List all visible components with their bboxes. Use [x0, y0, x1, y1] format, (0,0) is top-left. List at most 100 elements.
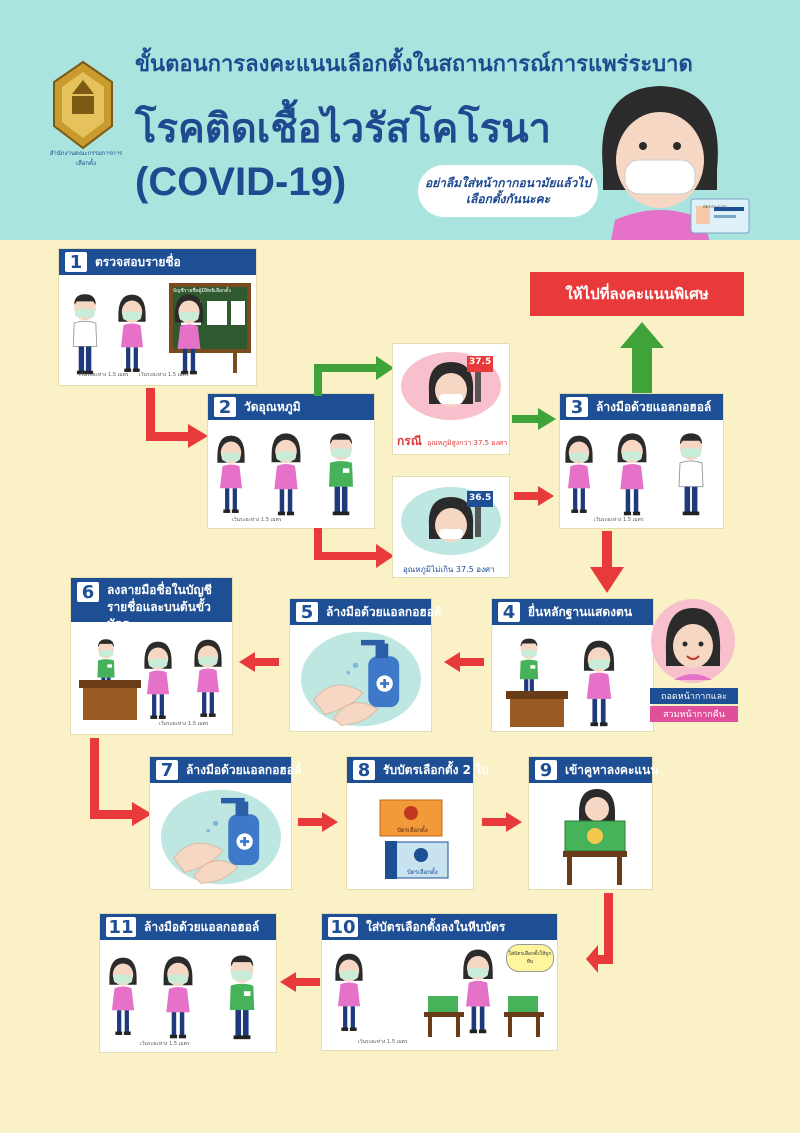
step-label: ใส่บัตรเลือกตั้งลงในหีบบัตร — [366, 919, 506, 934]
arrow-normal-to-step3 — [512, 486, 556, 506]
arrow-red-to-normal-temp — [314, 528, 394, 568]
voter-girl-yellow-illustration — [171, 289, 207, 377]
ballot-box-bubble: ใส่บัตรเลือกตั้งให้ถูกหีบ — [506, 944, 554, 972]
hand-sanitizer-illustration — [156, 787, 286, 887]
step-number: 11 — [106, 917, 136, 938]
step-label: ล้างมือด้วยแอลกอฮอล์ — [326, 604, 442, 619]
arrow-step1-to-step2 — [146, 388, 208, 448]
ballot-orange-icon — [379, 799, 443, 837]
step-2-header: 2 วัดอุณหภูมิ — [208, 394, 374, 420]
temp-normal-illustration — [401, 487, 501, 555]
step-1-card: 1 ตรวจสอบรายชื่อ บัญชีรายชื่อผู้มีสิทธิเ… — [59, 249, 256, 385]
mask-on-tag: สวมหน้ากากคืน — [650, 706, 738, 722]
distance-note: เว้นระยะห่าง 1.5 เมตร — [232, 517, 282, 523]
voter-girl-illustration — [160, 950, 196, 1042]
temp-high-illustration — [401, 352, 501, 420]
mask-off-tag: ถอดหน้ากากและ — [650, 688, 738, 704]
staff-sanitizer-illustration — [672, 426, 710, 518]
step-6-card: 6 ลงลายมือชื่อในบัญชีรายชื่อและบนต้นขั้ว… — [71, 578, 232, 734]
voter-girl-illustration — [106, 950, 140, 1040]
temp-normal-text: อุณหภูมิไม่เกิน 37.5 องศา — [403, 565, 495, 574]
id-card-label: บัตรประชาชน — [703, 204, 728, 209]
mask-off-girl-illustration — [651, 599, 735, 683]
logo-caption: สำนักงานคณะกรรมการการเลือกตั้ง — [49, 150, 123, 167]
step-3-header: 3 ล้างมือด้วยแอลกอฮอล์ — [560, 394, 723, 420]
step-label: เข้าคูหาลงคะแนน — [565, 762, 659, 777]
voting-booth-illustration — [563, 789, 627, 885]
voter-girl-illustration — [115, 289, 149, 375]
desk-illustration — [79, 680, 141, 720]
step-10-header: 10 ใส่บัตรเลือกตั้งลงในหีบบัตร — [322, 914, 557, 940]
ballot-label: บัตรเลือกตั้ง — [397, 827, 428, 834]
title-line-2: โรคติดเชื้อไวรัสโคโรนา — [135, 106, 552, 152]
step-5-header: 5 ล้างมือด้วยแอลกอฮอล์ — [290, 599, 441, 625]
step-2-card: 2 วัดอุณหภูมิ เว้นระยะห่าง 1.5 เมตร — [208, 394, 374, 528]
title-line-1: ขั้นตอนการลงคะแนนเลือกตั้งในสถานการณ์การ… — [135, 52, 693, 77]
hand-sanitizer-illustration — [296, 629, 426, 729]
title-line-3: (COVID-19) — [135, 160, 347, 204]
step-3-card: 3 ล้างมือด้วยแอลกอฮอล์ เว้นระยะห่าง 1.5 … — [560, 394, 723, 528]
temp-high-text: อุณหภูมิสูงกว่า 37.5 องศา — [426, 439, 508, 447]
arrow-step8-to-step9 — [480, 812, 524, 832]
arrow-step3-to-step4 — [590, 531, 624, 593]
distance-note: เว้นระยะห่าง 1.5 เมตร — [139, 372, 189, 378]
arrow-step7-to-step8 — [296, 812, 340, 832]
board-title: บัญชีรายชื่อผู้มีสิทธิเลือกตั้ง — [173, 288, 231, 294]
step-label: ล้างมือด้วยแอลกอฮอล์ — [144, 919, 260, 934]
step-4-card: 4 ยื่นหลักฐานแสดงตน — [492, 599, 653, 731]
step-number: 6 — [77, 582, 99, 603]
ect-emblem-icon — [53, 60, 113, 150]
step-number: 1 — [65, 252, 87, 273]
distance-note: เว้นระยะห่าง 1.5 เมตร — [79, 372, 129, 378]
arrow-up-green-icon — [620, 322, 664, 394]
thermometer-reading-normal: 36.5 — [469, 493, 492, 503]
step-4-header: 4 ยื่นหลักฐานแสดงตน — [492, 599, 653, 625]
ballot-blue-icon — [385, 841, 449, 879]
step-label: รับบัตรเลือกตั้ง 2 ใบ — [383, 762, 489, 777]
voter-girl-illustration — [268, 428, 304, 518]
step-7-card: 7 ล้างมือด้วยแอลกอฮอล์ — [150, 757, 301, 889]
arrow-green-to-step3 — [512, 408, 556, 430]
step-8-card: 8 รับบัตรเลือกตั้ง 2 ใบ บัตรเลือกตั้ง บั… — [347, 757, 489, 889]
arrow-step6-to-step7 — [90, 738, 152, 826]
distance-note: เว้นระยะห่าง 1.5 เมตร — [358, 1039, 408, 1045]
arrow-step4-to-step5 — [442, 652, 486, 672]
step-label: ล้างมือด้วยแอลกอฮอล์ — [596, 399, 712, 414]
voter-girl-illustration — [141, 636, 175, 722]
voter-girl-illustration — [191, 634, 225, 720]
step-11-card: 11 ล้างมือด้วยแอลกอฮอล์ เว้นระยะห่าง 1.5… — [100, 914, 276, 1052]
arrow-step5-to-step6 — [236, 652, 282, 672]
step-number: 7 — [156, 760, 178, 781]
step-8-header: 8 รับบัตรเลือกตั้ง 2 ใบ — [347, 757, 489, 783]
speech-bubble: อย่าลืมใส่หน้ากากอนามัยแล้วไปเลือกตั้งกั… — [418, 165, 598, 217]
distance-note: เว้นระยะห่าง 1.5 เมตร — [140, 1041, 190, 1047]
step-7-header: 7 ล้างมือด้วยแอลกอฮอล์ — [150, 757, 301, 783]
step-number: 2 — [214, 397, 236, 418]
voter-girl-illustration — [580, 635, 618, 729]
step-label: ลงลายมือชื่อในบัญชีรายชื่อและบนต้นขั้วบั… — [107, 583, 212, 631]
step-10-card: 10 ใส่บัตรเลือกตั้งลงในหีบบัตร ใส่บัตรเล… — [322, 914, 557, 1050]
step-1-header: 1 ตรวจสอบรายชื่อ — [59, 249, 256, 275]
step-6-header: 6 ลงลายมือชื่อในบัญชีรายชื่อและบนต้นขั้ว… — [71, 578, 232, 631]
step-number: 4 — [498, 602, 520, 623]
step-number: 10 — [328, 917, 358, 938]
voter-girl-illustration — [332, 948, 366, 1034]
step-number: 5 — [296, 602, 318, 623]
step-label: ยื่นหลักฐานแสดงตน — [528, 604, 633, 619]
distance-note: เว้นระยะห่าง 1.5 เมตร — [594, 517, 644, 523]
voter-girl-illustration — [562, 428, 596, 518]
temp-high-caption: กรณี อุณหภูมิสูงกว่า 37.5 องศา — [397, 430, 507, 451]
temp-normal-card: 36.5 อุณหภูมิไม่เกิน 37.5 องศา — [393, 477, 509, 577]
mascot-girl-illustration — [602, 86, 718, 240]
step-number: 9 — [535, 760, 557, 781]
arrow-green-to-high-temp — [314, 356, 394, 396]
id-card-icon — [690, 198, 750, 234]
step-11-header: 11 ล้างมือด้วยแอลกอฮอล์ — [100, 914, 276, 940]
ballot-label: บัตรเลือกตั้ง — [407, 869, 438, 876]
desk-illustration — [506, 691, 568, 727]
arrow-step9-to-step10 — [586, 893, 613, 973]
thermometer-reading-high: 37.5 — [469, 357, 492, 367]
temp-high-card: 37.5 กรณี อุณหภูมิสูงกว่า 37.5 องศา — [393, 344, 509, 454]
voter-girl-illustration — [614, 428, 650, 518]
step-number: 3 — [566, 397, 588, 418]
